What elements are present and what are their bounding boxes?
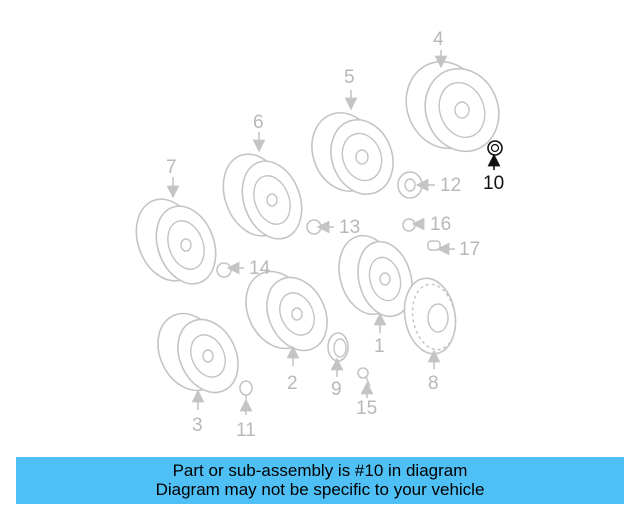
part-17-valve[interactable] <box>427 240 441 251</box>
label-5: 5 <box>344 67 355 88</box>
label-10: 10 <box>483 173 504 194</box>
part-10-cap[interactable] <box>487 140 503 156</box>
banner-line-2: Diagram may not be specific to your vehi… <box>155 480 485 499</box>
label-14: 14 <box>249 258 271 279</box>
label-13: 13 <box>339 217 360 238</box>
center-cap-9[interactable] <box>327 332 349 362</box>
banner-line-1: Part or sub-assembly is #10 in diagram <box>172 461 468 480</box>
label-6: 6 <box>253 112 264 133</box>
label-4: 4 <box>433 29 444 50</box>
wheel-2[interactable] <box>234 261 339 360</box>
label-7: 7 <box>166 157 177 178</box>
part-16-bolt[interactable] <box>402 218 416 232</box>
wheel-1[interactable] <box>331 229 420 322</box>
info-banner: Part or sub-assembly is #10 in diagram D… <box>16 457 624 504</box>
wheel-5[interactable] <box>301 103 403 203</box>
part-14-nut[interactable] <box>216 262 232 278</box>
label-17: 17 <box>459 239 480 260</box>
label-1: 1 <box>374 336 385 357</box>
part-15-bolt[interactable] <box>357 367 371 387</box>
wheel-7[interactable] <box>125 190 226 292</box>
part-13-nut[interactable] <box>306 219 322 235</box>
parts-diagram: 4 5 6 7 1 2 <box>125 29 510 441</box>
label-11: 11 <box>236 420 256 441</box>
wheel-6[interactable] <box>212 145 312 247</box>
label-15: 15 <box>356 398 377 419</box>
label-8: 8 <box>428 373 439 394</box>
label-2: 2 <box>287 373 298 394</box>
label-3: 3 <box>192 415 203 436</box>
label-16: 16 <box>430 214 451 235</box>
hubcap-8[interactable] <box>399 274 461 358</box>
wheel-3[interactable] <box>146 303 250 402</box>
wheel-4[interactable] <box>394 51 510 162</box>
label-9: 9 <box>331 379 342 400</box>
part-11[interactable] <box>239 380 253 404</box>
label-12: 12 <box>440 175 461 196</box>
part-12-cap[interactable] <box>397 171 423 199</box>
